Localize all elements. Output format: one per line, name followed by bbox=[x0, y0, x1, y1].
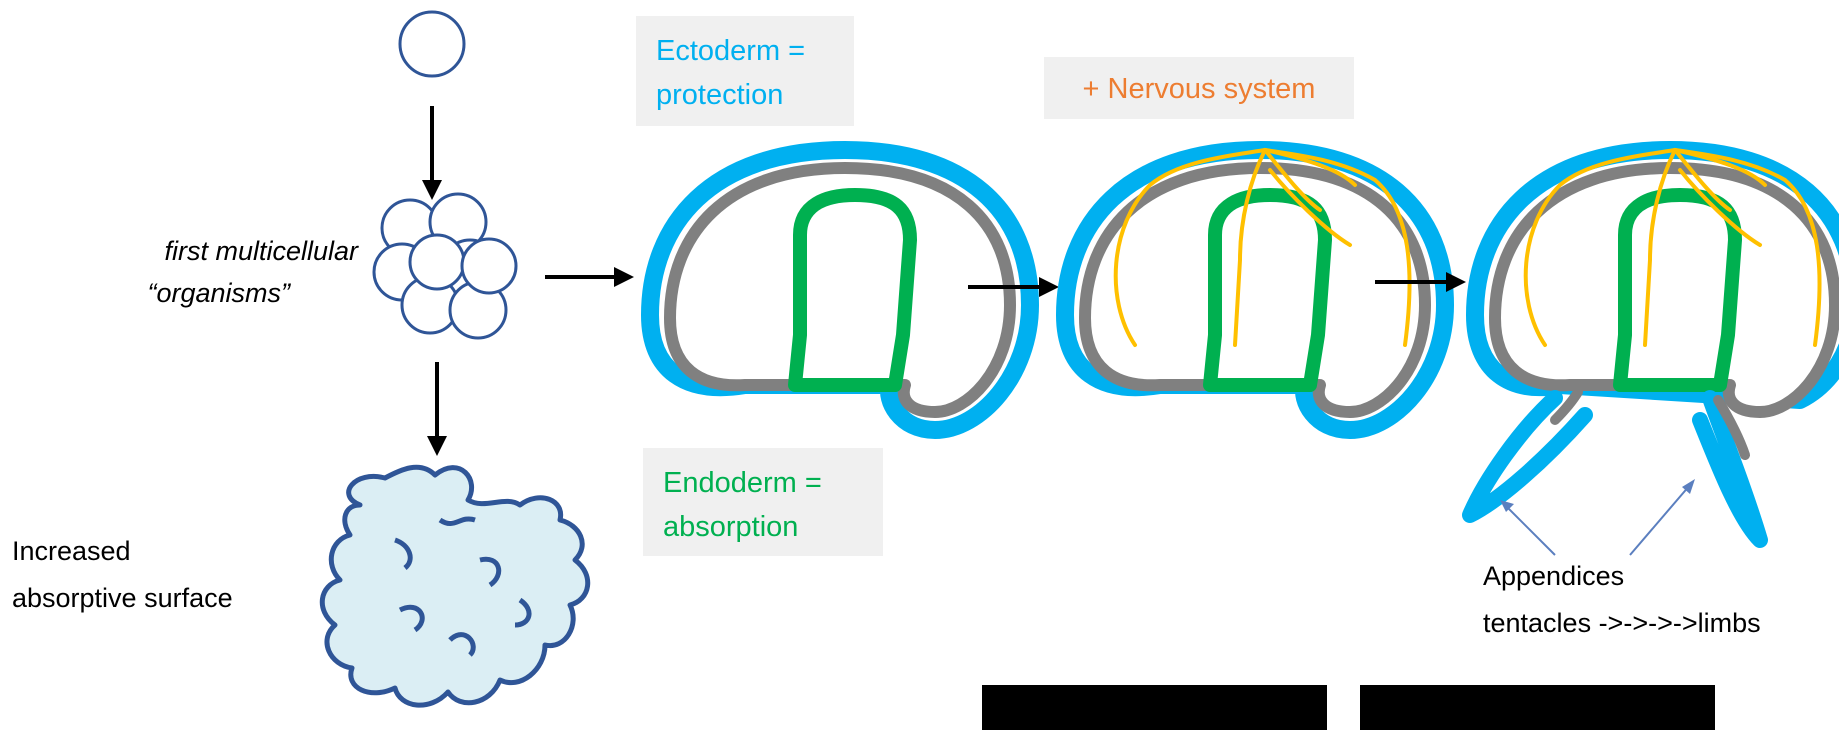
appendix-pointer-left-head bbox=[1500, 500, 1514, 512]
appendix-pointer-right bbox=[1630, 485, 1690, 555]
stage3-body bbox=[1475, 150, 1839, 412]
absorptive-label-line1: Increased bbox=[12, 536, 131, 566]
stage2-body bbox=[1065, 150, 1445, 430]
single-cell bbox=[400, 12, 464, 76]
folded-surface bbox=[322, 467, 587, 705]
absorptive-label-line2: absorptive surface bbox=[12, 583, 233, 613]
multicellular-label-line1: first multicellular bbox=[164, 236, 359, 266]
endoderm-label-box: Endoderm = absorption bbox=[643, 448, 883, 556]
endoderm-label-line2: absorption bbox=[663, 511, 798, 543]
appendices-label-line1: Appendices bbox=[1483, 561, 1624, 591]
nervous-label-box: + Nervous system bbox=[1044, 57, 1354, 119]
nervous-label: + Nervous system bbox=[1083, 73, 1316, 105]
ectoderm-label-box: Ectoderm = protection bbox=[636, 16, 854, 126]
cell-cluster bbox=[374, 194, 516, 338]
appendices-label-line2: tentacles ->->->->limbs bbox=[1483, 608, 1761, 638]
tentacles bbox=[1470, 392, 1760, 540]
stage1-body bbox=[650, 150, 1030, 430]
endoderm-label-line1: Endoderm = bbox=[663, 467, 822, 499]
ectoderm-label-line2: protection bbox=[656, 79, 783, 111]
ectoderm-label-line1: Ectoderm = bbox=[656, 35, 805, 67]
multicellular-label-line2: “organisms” bbox=[147, 278, 291, 308]
redaction-bar-left bbox=[982, 685, 1327, 730]
appendix-pointer-left bbox=[1505, 505, 1555, 555]
redaction-bar-right bbox=[1360, 685, 1715, 730]
